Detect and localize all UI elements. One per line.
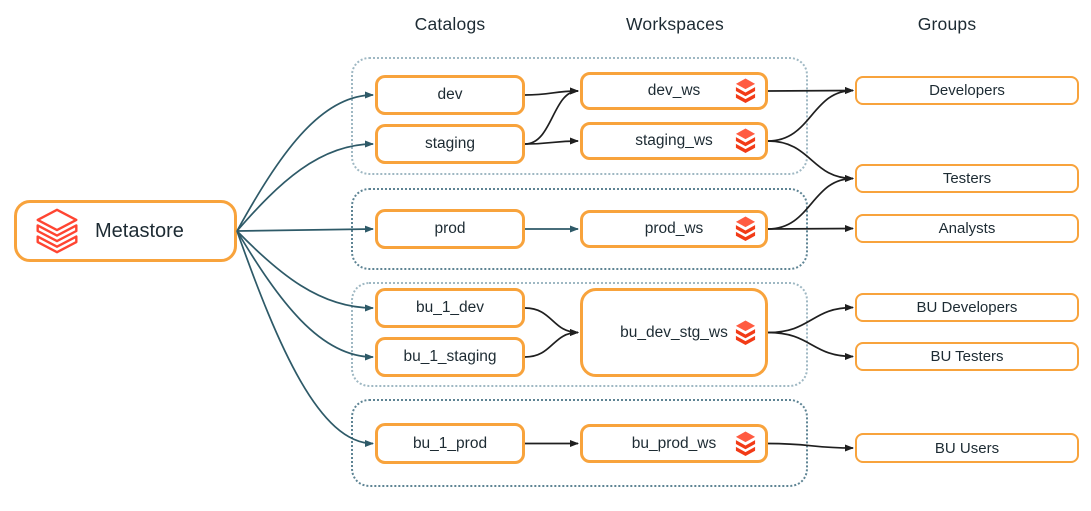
group-label: Testers	[942, 170, 992, 187]
group-label: Analysts	[938, 220, 996, 237]
metastore-label: Metastore	[95, 219, 184, 242]
metastore-node: Metastore	[14, 200, 237, 262]
column-header-workspaces: Workspaces	[626, 14, 724, 34]
column-header-catalogs: Catalogs	[414, 14, 486, 34]
databricks-icon	[735, 431, 756, 456]
column-header-groups: Groups	[917, 14, 977, 34]
catalog-node-bu-1-prod: bu_1_prod	[375, 423, 525, 464]
workspace-label: staging_ws	[635, 132, 713, 149]
catalog-label: bu_1_dev	[415, 299, 485, 316]
workspace-label: prod_ws	[644, 220, 704, 237]
catalog-label: prod	[434, 220, 466, 237]
group-label: BU Testers	[930, 348, 1004, 365]
catalog-node-staging: staging	[375, 124, 525, 164]
group-node-developers: Developers	[855, 76, 1079, 105]
databricks-icon	[735, 216, 756, 241]
group-label: BU Developers	[916, 299, 1018, 316]
workspace-node-staging-ws: staging_ws	[580, 122, 768, 160]
catalog-node-bu-1-dev: bu_1_dev	[375, 288, 525, 328]
group-node-analysts: Analysts	[855, 214, 1079, 243]
workspace-node-dev-ws: dev_ws	[580, 72, 768, 110]
catalog-node-bu-1-staging: bu_1_staging	[375, 337, 525, 377]
workspace-label: bu_prod_ws	[631, 434, 717, 452]
group-node-bu-testers: BU Testers	[855, 342, 1079, 371]
catalog-label: bu_1_staging	[403, 348, 497, 365]
workspace-node-bu-dev-stg-ws: bu_dev_stg_ws	[580, 288, 768, 377]
databricks-icon	[735, 320, 756, 345]
catalog-node-prod: prod	[375, 209, 525, 249]
workspace-node-bu-prod-ws: bu_prod_ws	[580, 424, 768, 463]
catalog-label: bu_1_prod	[412, 434, 488, 452]
workspace-label: bu_dev_stg_ws	[620, 323, 728, 341]
databricks-icon	[735, 128, 756, 153]
databricks-icon	[735, 78, 756, 103]
workspace-node-prod-ws: prod_ws	[580, 210, 768, 248]
group-node-testers: Testers	[855, 164, 1079, 193]
workspace-label: dev_ws	[647, 82, 701, 99]
catalog-label: staging	[425, 135, 475, 152]
catalog-node-dev: dev	[375, 75, 525, 115]
group-node-bu-developers: BU Developers	[855, 293, 1079, 322]
group-node-bu-users: BU Users	[855, 433, 1079, 463]
databricks-outline-icon	[36, 208, 78, 254]
group-label: Developers	[929, 82, 1005, 99]
catalog-label: dev	[437, 86, 463, 103]
group-label: BU Users	[934, 439, 1000, 457]
